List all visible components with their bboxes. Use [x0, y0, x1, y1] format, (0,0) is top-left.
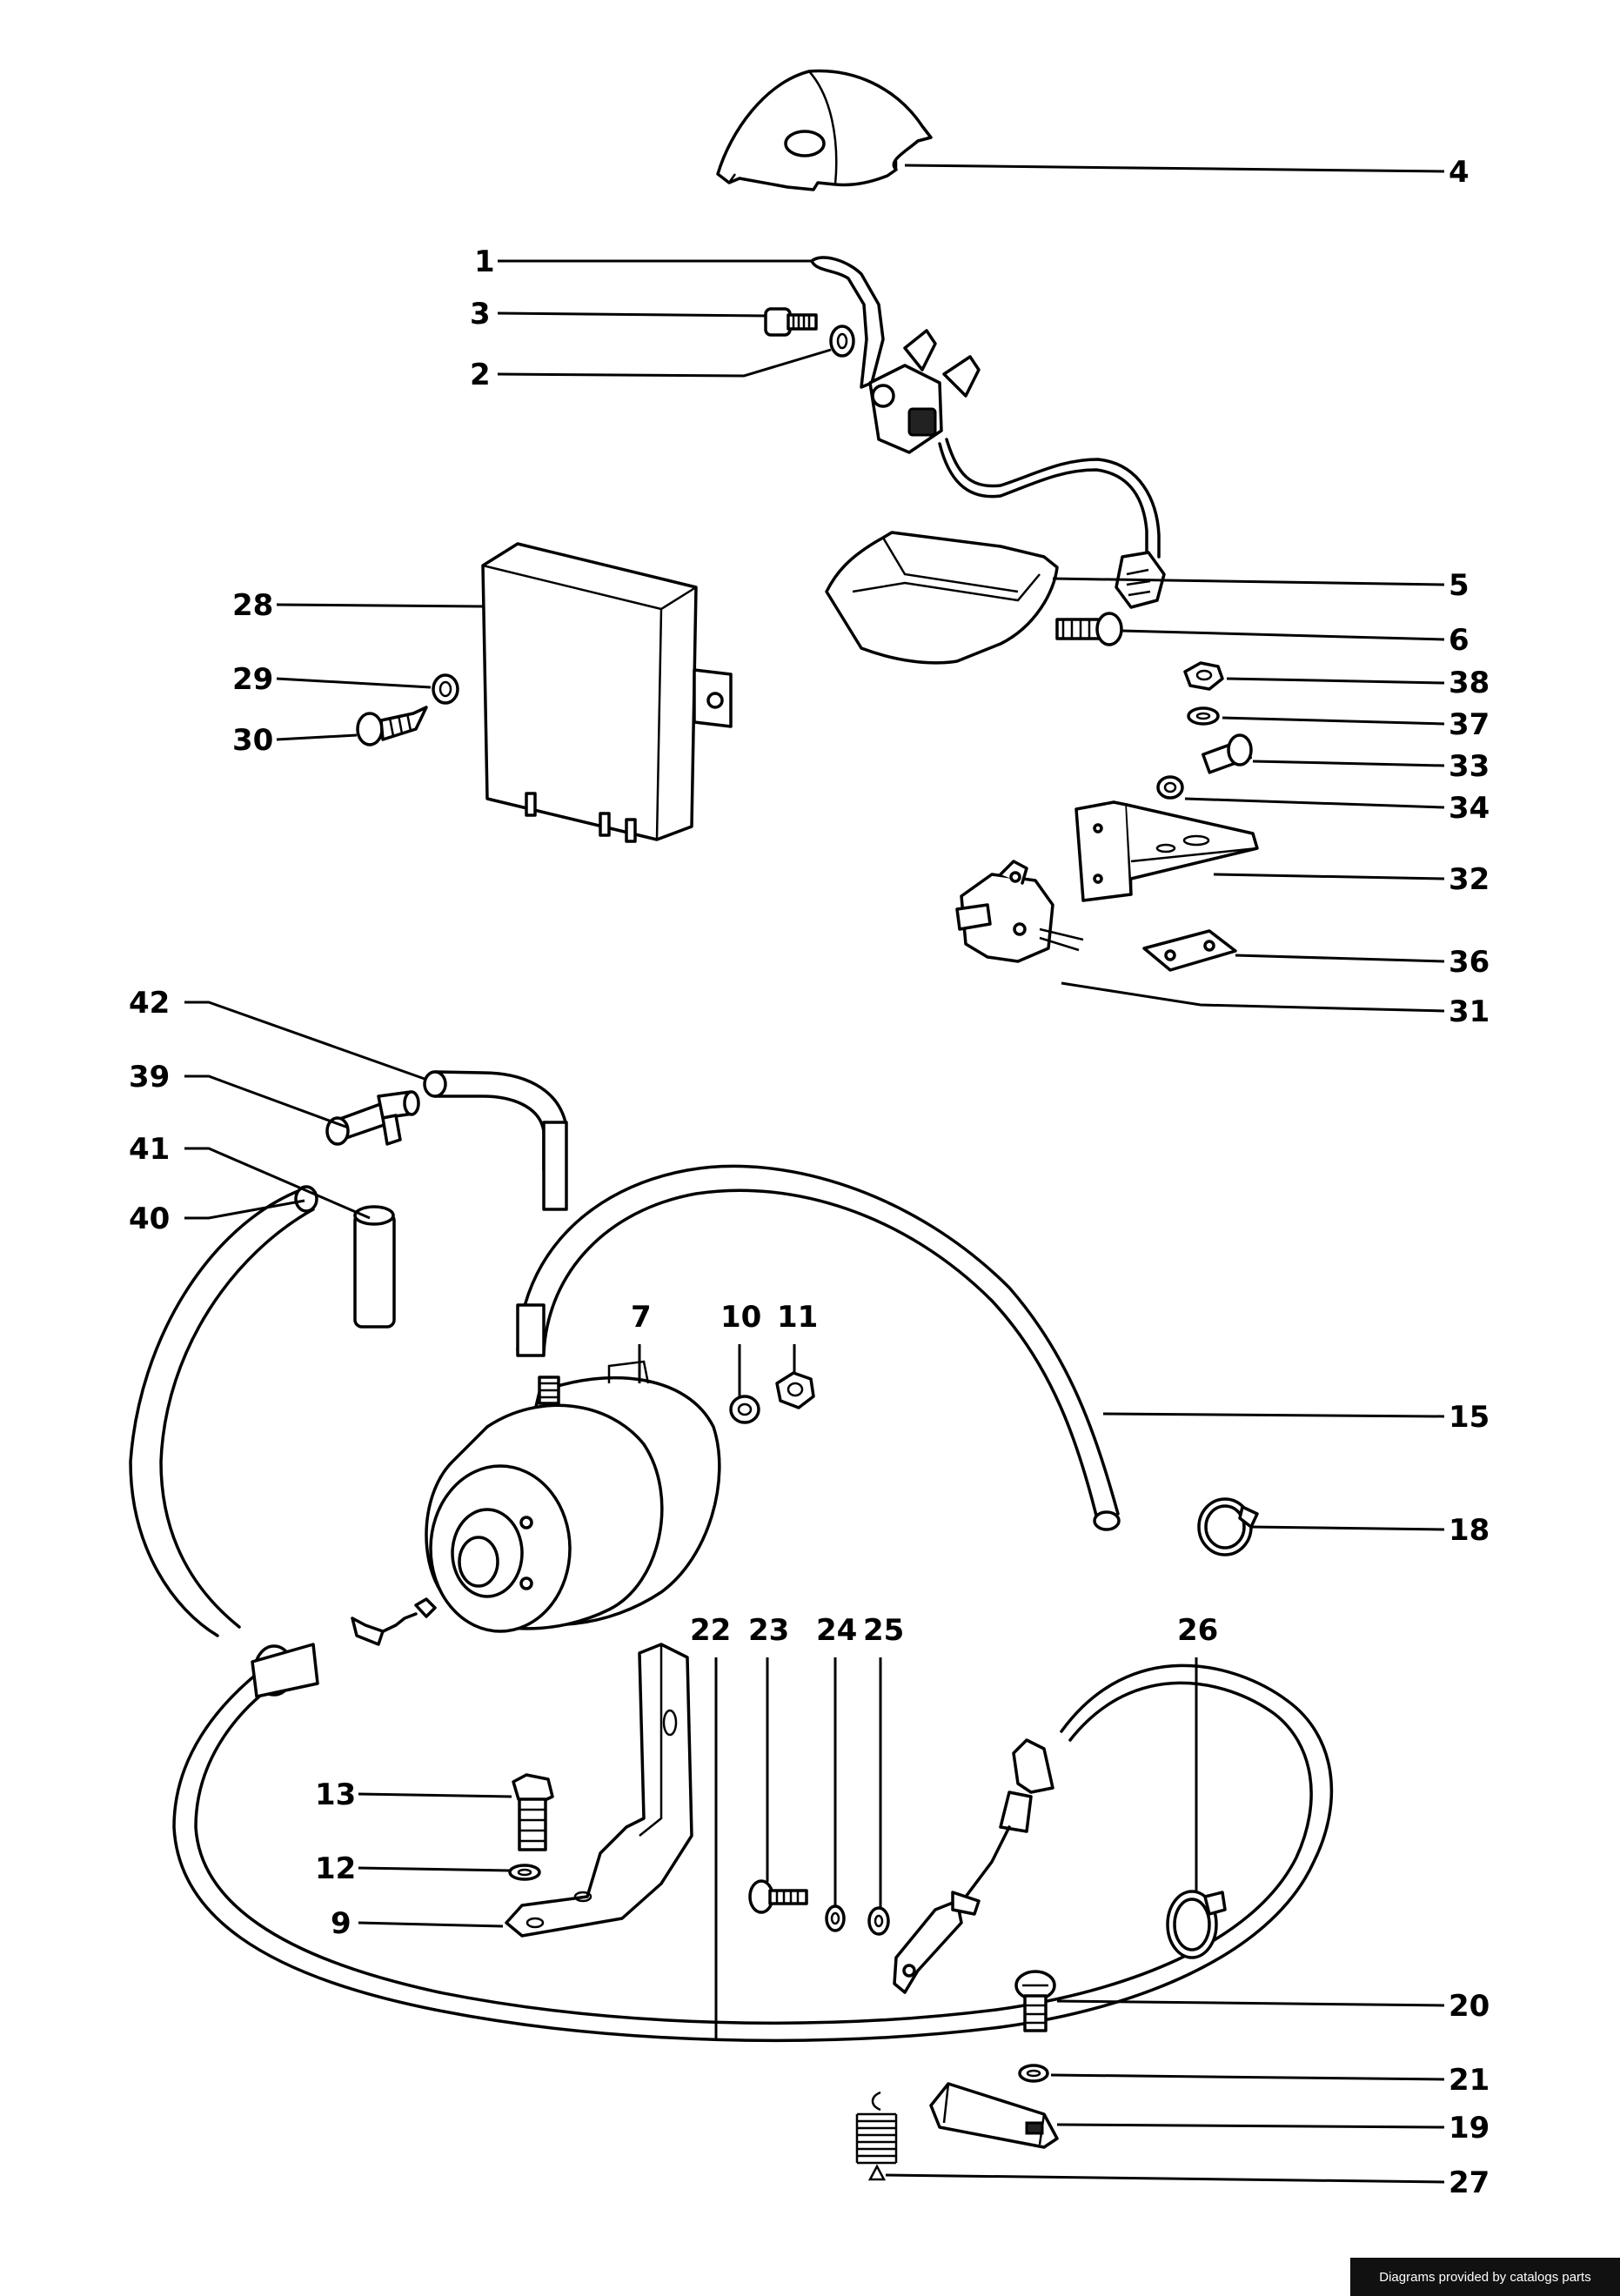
part-4-switch-cover	[716, 69, 933, 191]
part-21-washer	[1018, 2064, 1049, 2083]
part-37-washer	[1187, 706, 1220, 726]
callout-23: 23	[748, 1613, 789, 1648]
part-6-screw	[1055, 612, 1123, 646]
part-28-control-unit	[481, 542, 733, 843]
part-23-screw	[748, 1879, 808, 1914]
leader-lines	[184, 164, 1445, 2184]
part-34-washer	[1156, 775, 1184, 800]
part-25-washer	[867, 1906, 890, 1936]
part-12-washer	[508, 1864, 541, 1881]
callout-30: 30	[232, 723, 273, 758]
part-33-screw	[1201, 733, 1253, 774]
callout-3: 3	[470, 297, 491, 331]
callout-6: 6	[1449, 623, 1469, 658]
callout-38: 38	[1449, 666, 1489, 700]
part-41-hose	[353, 1205, 396, 1329]
credit-banner: Diagrams provided by catalogs parts	[1350, 2258, 1620, 2296]
part-13-bolt	[512, 1773, 554, 1851]
callout-labels: 4 1 3 2 5 6 28 29 30 38 37 33 34 32 36 3…	[129, 155, 1489, 2200]
part-18-clamp	[1197, 1497, 1259, 1556]
part-29-washer	[432, 673, 459, 705]
part-24-washer	[825, 1904, 846, 1932]
part-15-hose	[516, 1164, 1121, 1531]
part-36-plate	[1142, 929, 1237, 972]
part-40-hose	[129, 1185, 318, 1637]
callout-21: 21	[1449, 2063, 1489, 2098]
callout-36: 36	[1449, 945, 1489, 980]
callout-12: 12	[315, 1851, 356, 1886]
part-10-washer	[729, 1395, 760, 1424]
callout-33: 33	[1449, 749, 1489, 784]
part-38-nut	[1183, 661, 1224, 691]
part-9-bracket	[505, 1643, 693, 1938]
callout-39: 39	[129, 1060, 170, 1094]
callout-9: 9	[331, 1906, 351, 1941]
part-2-washer	[829, 325, 855, 358]
callout-34: 34	[1449, 791, 1489, 826]
callout-29: 29	[232, 662, 273, 697]
callout-37: 37	[1449, 707, 1489, 742]
part-1-switch-lever	[810, 256, 1161, 559]
callout-13: 13	[315, 1777, 356, 1812]
callout-10: 10	[720, 1300, 761, 1335]
callout-41: 41	[129, 1132, 170, 1167]
cable-end-fitting	[893, 1738, 1054, 1994]
callout-7: 7	[631, 1300, 652, 1335]
throttle-cable	[172, 1597, 1334, 2042]
callout-1: 1	[474, 244, 495, 279]
part-19-bracket	[929, 2082, 1059, 2149]
part-7-vacuum-servo	[425, 1360, 721, 1633]
part-11-nut	[775, 1371, 815, 1409]
part-27-spring	[855, 2091, 898, 2181]
callout-18: 18	[1449, 1513, 1489, 1548]
part-26-clamp	[1166, 1890, 1227, 1959]
part-32-bracket	[1074, 800, 1259, 902]
callout-42: 42	[129, 986, 170, 1021]
callout-2: 2	[470, 358, 491, 392]
callout-31: 31	[1449, 994, 1489, 1029]
callout-32: 32	[1449, 862, 1489, 897]
callout-19: 19	[1449, 2111, 1489, 2145]
part-20-screw	[1014, 1970, 1056, 2032]
part-30-screw	[356, 706, 428, 746]
callout-22: 22	[690, 1613, 731, 1648]
part-5-housing	[825, 531, 1166, 665]
callout-20: 20	[1449, 1989, 1489, 2024]
callout-15: 15	[1449, 1400, 1489, 1435]
part-39-t-connector	[325, 1090, 420, 1146]
callout-26: 26	[1177, 1613, 1218, 1648]
callout-24: 24	[816, 1613, 857, 1648]
part-42-hose	[423, 1070, 568, 1211]
callout-4: 4	[1449, 155, 1469, 190]
part-3-screw	[764, 307, 818, 337]
callout-11: 11	[777, 1300, 818, 1335]
callout-25: 25	[863, 1613, 904, 1648]
callout-28: 28	[232, 588, 273, 623]
callout-40: 40	[129, 1202, 170, 1236]
callout-5: 5	[1449, 568, 1469, 603]
callout-27: 27	[1449, 2165, 1489, 2200]
part-31-relay	[955, 860, 1084, 963]
